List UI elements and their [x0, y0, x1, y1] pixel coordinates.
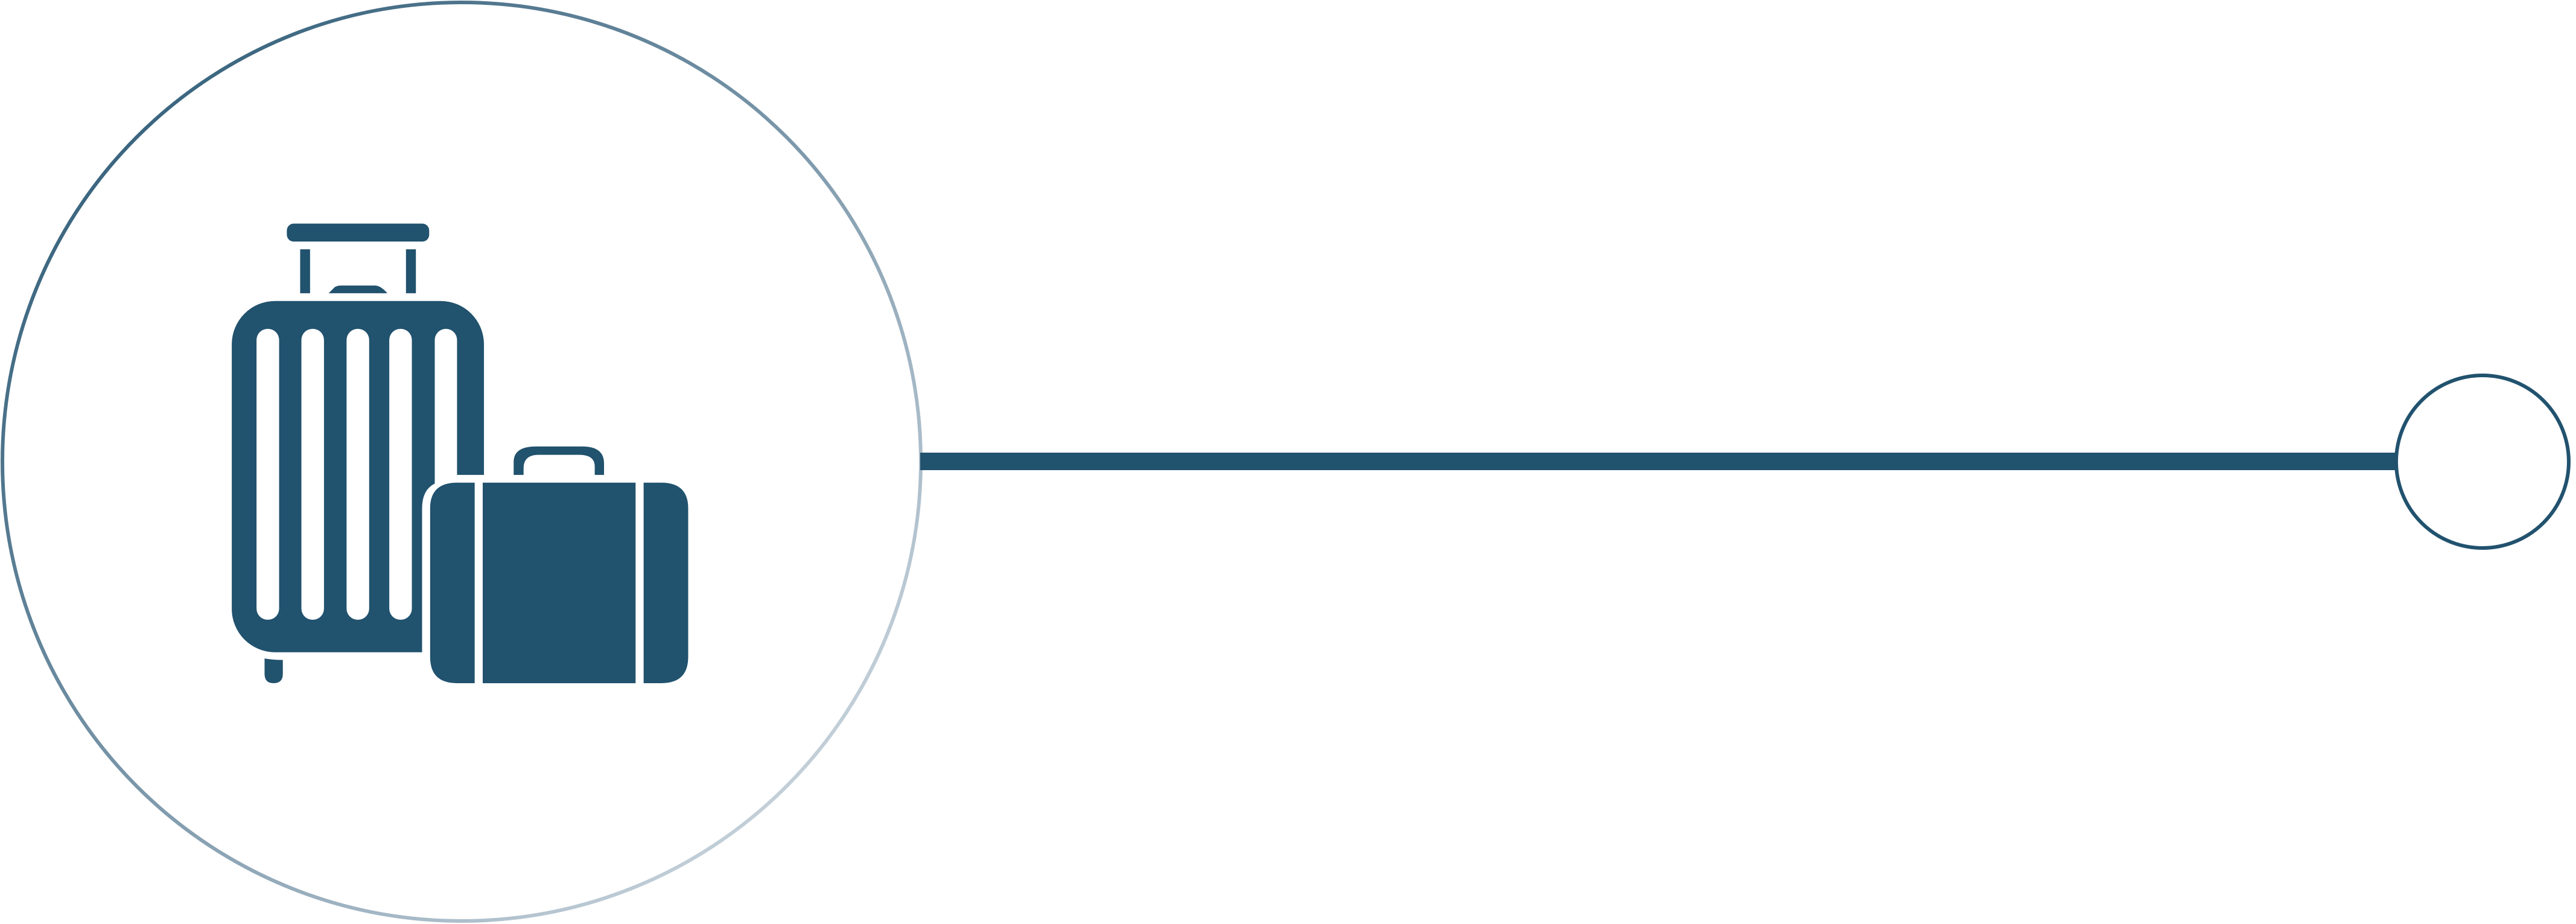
- suitcase-slot: [301, 328, 324, 620]
- briefcase-left-panel: [430, 482, 475, 684]
- briefcase-center-panel: [482, 482, 636, 684]
- suitcase-slot: [434, 328, 457, 503]
- luggage-icon: [232, 223, 713, 707]
- briefcase-right-panel: [643, 482, 689, 684]
- suitcase-handle-bar: [287, 223, 430, 242]
- briefcase-handle: [514, 446, 604, 475]
- suitcase-handle-pole-left: [300, 249, 310, 293]
- connector-line: [920, 453, 2397, 470]
- end-node-circle: [2394, 374, 2571, 550]
- suitcase-slot: [256, 328, 279, 620]
- suitcase-slot: [389, 328, 412, 620]
- suitcase-wheel: [264, 658, 283, 684]
- suitcase-top-tab: [328, 285, 388, 293]
- suitcase-slot: [346, 328, 369, 620]
- suitcase-handle-pole-right: [405, 249, 416, 293]
